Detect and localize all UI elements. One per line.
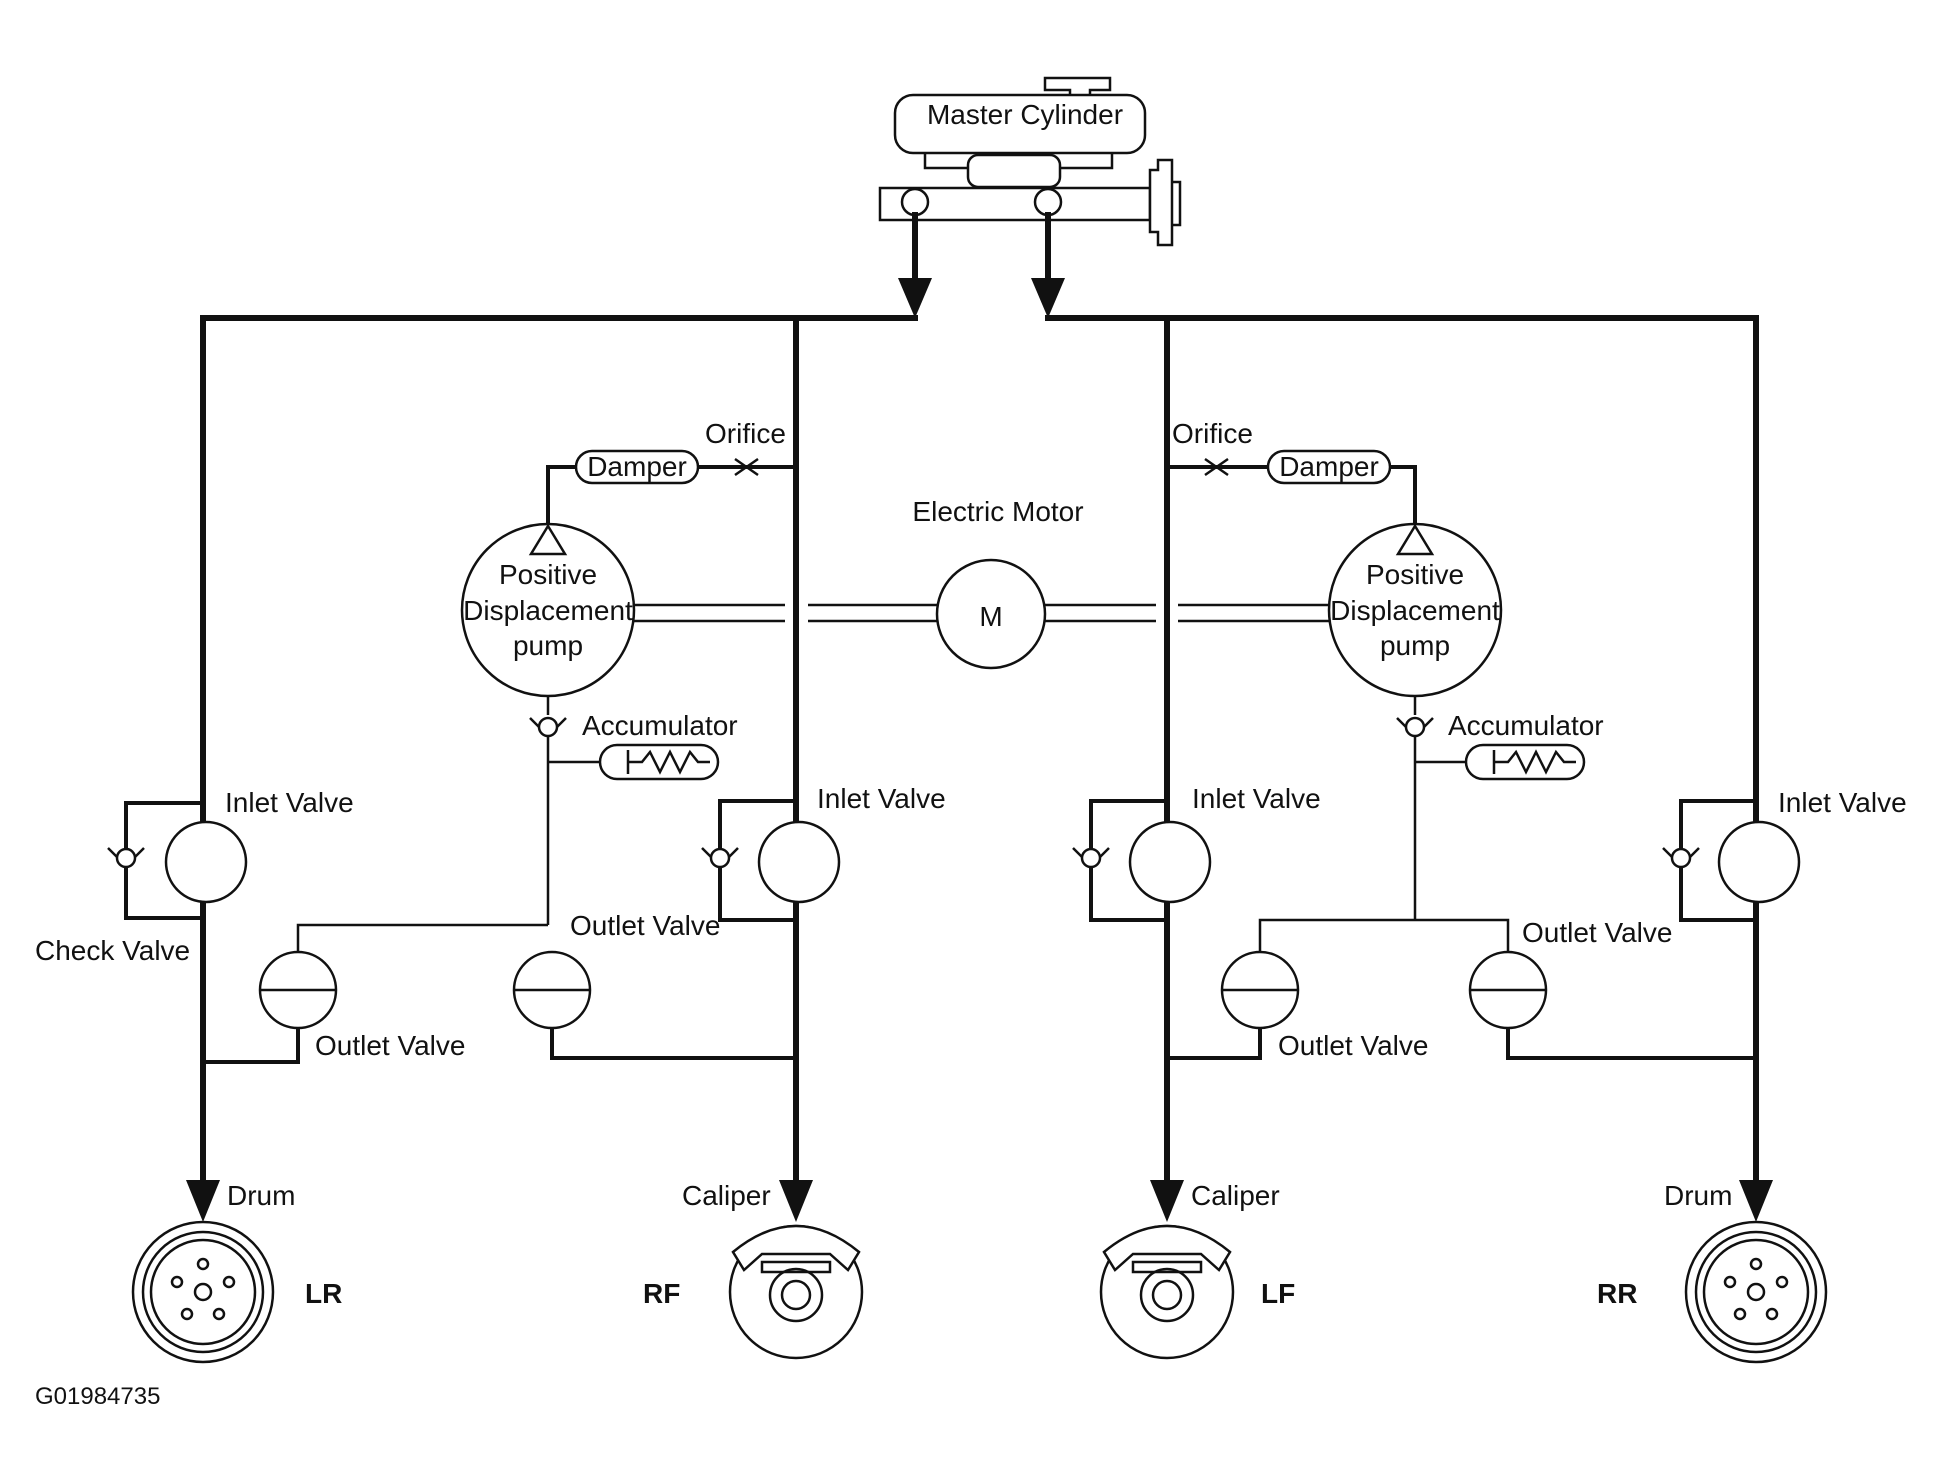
master-port-primary: [900, 187, 930, 217]
orifice-right: [1204, 457, 1229, 477]
electric-motor-label: Electric Motor: [912, 496, 1083, 527]
line-to-lr: [200, 315, 918, 1183]
arrow-lf: [1150, 1180, 1184, 1222]
outlet-valve-lr-label: Outlet Valve: [315, 1030, 465, 1061]
master-cylinder-label: Master Cylinder: [927, 99, 1123, 130]
accumulator-right-label: Accumulator: [1448, 710, 1604, 741]
electric-motor: [935, 558, 1047, 670]
pump-left-label-1: Positive: [499, 559, 597, 590]
motor-shaft: [634, 603, 1334, 623]
inlet-valve-lr: [107, 801, 248, 920]
accumulator-left-label: Accumulator: [582, 710, 738, 741]
orifice-right-label: Orifice: [1172, 418, 1253, 449]
inlet-valve-rf-label: Inlet Valve: [817, 783, 946, 814]
secondary-arrow: [1031, 278, 1065, 318]
drum-lr-label: Drum: [227, 1180, 295, 1211]
damper-left-label: Damper: [587, 451, 687, 482]
pump-right-outlet-triangle: [1395, 523, 1435, 556]
figure-id: G01984735: [35, 1383, 160, 1410]
pump-left-label-2: Displacement: [463, 595, 633, 626]
drum-rr-label: Drum: [1664, 1180, 1732, 1211]
master-cylinder-reservoir: [893, 93, 1147, 155]
arrow-rr: [1739, 1180, 1773, 1222]
pump-left-label-3: pump: [513, 630, 583, 661]
inlet-valve-lr-label: Inlet Valve: [225, 787, 354, 818]
primary-arrow: [898, 278, 932, 318]
wheel-rr-drum: [1684, 1220, 1828, 1364]
caliper-lf-label: Caliper: [1191, 1180, 1280, 1211]
damper-right-label: Damper: [1279, 451, 1379, 482]
outlet-valve-rf-label: Outlet Valve: [570, 910, 720, 941]
wheel-lf-label: LF: [1261, 1278, 1295, 1309]
caliper-rf-label: Caliper: [682, 1180, 771, 1211]
wheel-rr-label: RR: [1597, 1278, 1637, 1309]
accumulator-left: [598, 743, 720, 781]
pump-right-label-2: Displacement: [1330, 595, 1500, 626]
inlet-valve-rf: [701, 799, 841, 922]
inlet-valve-rr: [1662, 799, 1801, 922]
orifice-left: [734, 457, 759, 477]
motor-symbol: M: [979, 601, 1002, 632]
pump-right-label-3: pump: [1380, 630, 1450, 661]
master-port-secondary: [1033, 187, 1063, 217]
outlet-valve-lf-label: Outlet Valve: [1278, 1030, 1428, 1061]
master-cylinder: Master Cylinder: [878, 76, 1182, 247]
orifice-left-label: Orifice: [705, 418, 786, 449]
wheel-lf-caliper: [1099, 1224, 1235, 1360]
pump-left-outlet-triangle: [528, 523, 568, 556]
inlet-valve-lf: [1072, 799, 1212, 922]
inlet-valve-lf-label: Inlet Valve: [1192, 783, 1321, 814]
accumulator-right: [1464, 743, 1586, 781]
pump-right-label-1: Positive: [1366, 559, 1464, 590]
wheel-rf-caliper: [728, 1224, 864, 1360]
check-valve-label: Check Valve: [35, 935, 190, 966]
wheel-lr-label: LR: [305, 1278, 342, 1309]
arrow-lr: [186, 1180, 220, 1222]
inlet-valve-rr-label: Inlet Valve: [1778, 787, 1907, 818]
wheel-lr-drum: [131, 1220, 275, 1364]
outlet-valve-rr-label: Outlet Valve: [1522, 917, 1672, 948]
arrow-rf: [779, 1180, 813, 1222]
wheel-rf-label: RF: [643, 1278, 680, 1309]
